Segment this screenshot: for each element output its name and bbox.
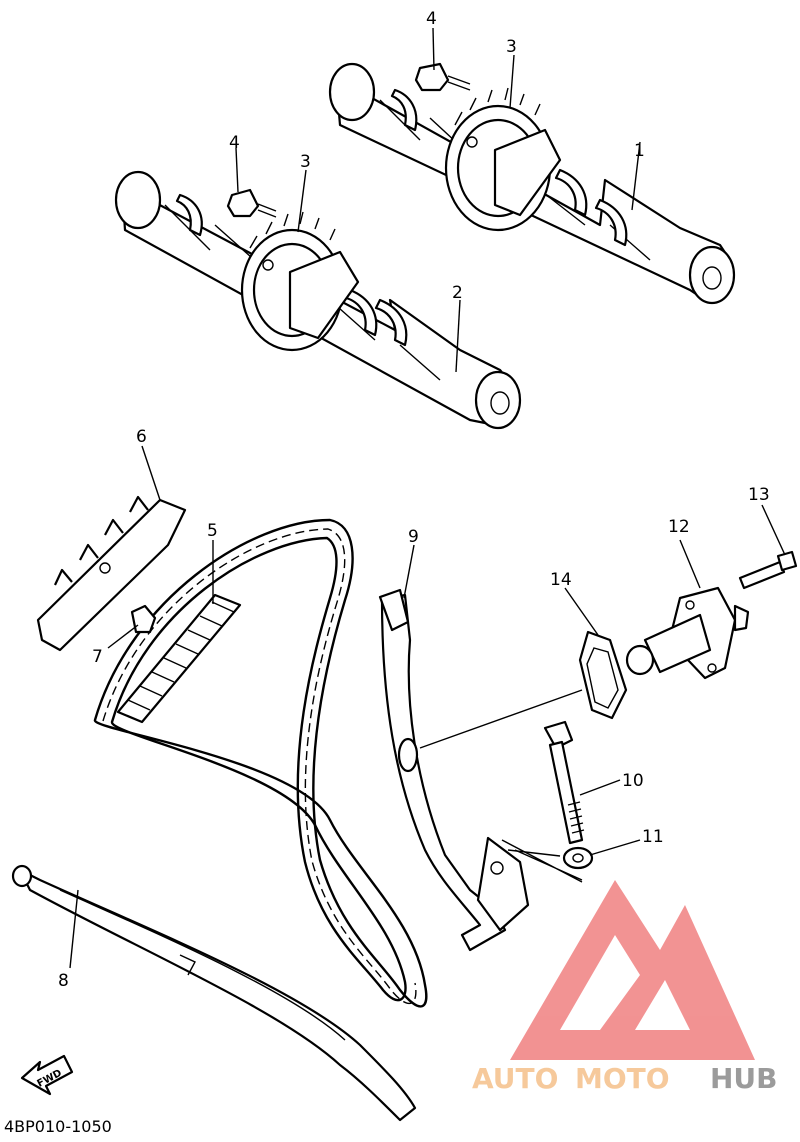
tensioner-bolt	[738, 550, 798, 590]
callout-5: 5	[207, 521, 218, 541]
logo-triangle-mark	[510, 880, 755, 1060]
fwd-arrow-icon: FWD	[20, 1054, 74, 1096]
callout-8: 8	[58, 971, 69, 991]
callout-2: 2	[452, 283, 463, 303]
callout-1: 1	[634, 141, 645, 161]
sprocket-bolt-lower	[226, 188, 277, 218]
chain-tensioner	[625, 586, 750, 680]
callout-11: 11	[642, 827, 664, 847]
logo-text-moto: MOTO	[575, 1062, 670, 1095]
logo-text-auto: AUTO	[472, 1062, 558, 1095]
chain-guide-lower	[11, 864, 417, 1122]
callout-10: 10	[622, 771, 644, 791]
chain-guide-top	[36, 495, 187, 652]
callout-3-lower: 3	[300, 152, 311, 172]
callout-4-upper: 4	[426, 9, 437, 29]
tensioner-guide	[378, 588, 530, 952]
tensioner-gasket	[578, 630, 628, 720]
cam-sprocket-upper	[444, 87, 562, 232]
callout-14: 14	[550, 570, 572, 590]
callout-12: 12	[668, 517, 690, 537]
guide-bolt-long	[543, 720, 585, 845]
automotohub-logo: AUTO MOTO HUB	[472, 880, 778, 1095]
callout-13: 13	[748, 485, 770, 505]
callout-6: 6	[136, 427, 147, 447]
callout-9: 9	[408, 527, 419, 547]
cam-sprocket-lower	[240, 211, 360, 352]
callout-3-upper: 3	[506, 37, 517, 57]
callout-7: 7	[92, 647, 103, 667]
washer	[562, 846, 594, 870]
logo-text-hub: HUB	[710, 1062, 778, 1095]
sprocket-bolt-upper	[414, 62, 471, 92]
guide-bolt	[130, 604, 157, 634]
callout-4-lower: 4	[229, 133, 240, 153]
timing-chain	[93, 518, 428, 1008]
diagram-code: 4BP010-1050	[4, 1117, 112, 1136]
